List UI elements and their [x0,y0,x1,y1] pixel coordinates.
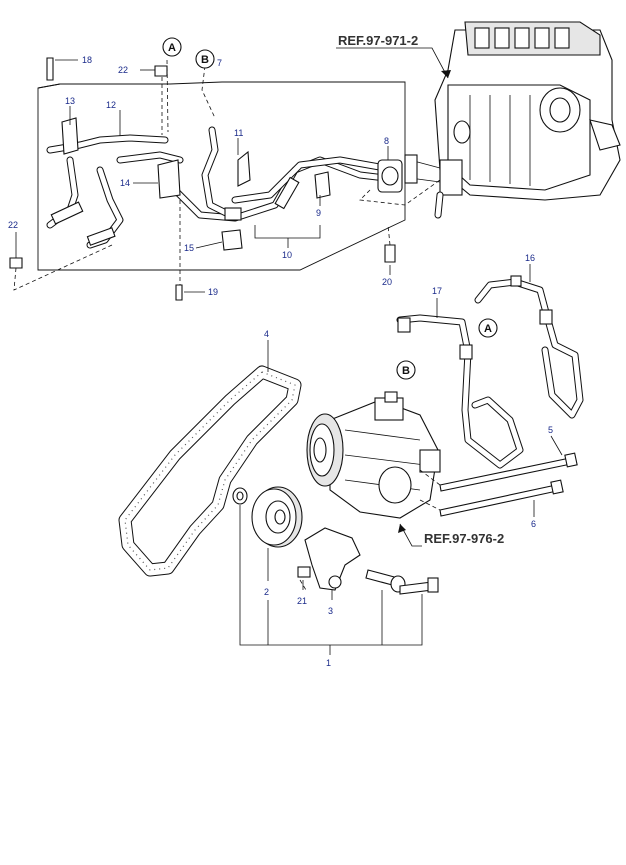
callout-18: 18 [82,55,92,65]
idler-assembly [232,486,439,595]
callout-22-left: 22 [8,220,18,230]
marker-a-bottom-letter: A [484,323,492,335]
callout-4: 4 [264,329,269,339]
upper-assembly-frame [37,81,406,271]
callout-2: 2 [264,587,269,597]
callout-15: 15 [184,243,194,253]
callout-7: 7 [217,58,222,68]
callout-12: 12 [106,100,116,110]
marker-a-top: A [162,37,182,57]
callout-9: 9 [316,208,321,218]
callout-5: 5 [548,425,553,435]
marker-b-top: B [195,49,215,69]
drive-belt [118,365,302,577]
callout-14: 14 [120,178,130,188]
compressor-bolts [419,452,578,517]
callout-21: 21 [297,596,307,606]
ref-hvac-label: REF.97-971-2 [336,33,451,79]
callout-16: 16 [525,253,535,263]
callout-leaders [15,59,563,655]
callout-1: 1 [326,658,331,668]
callout-numbers: 18 22 7 13 12 11 8 14 9 22 15 10 20 19 1… [8,55,553,668]
callout-3: 3 [328,606,333,616]
ac-compressor [306,391,441,519]
callout-8: 8 [384,136,389,146]
callout-19: 19 [208,287,218,297]
callout-13: 13 [65,96,75,106]
callout-20: 20 [382,277,392,287]
callout-6: 6 [531,519,536,529]
marker-a-bottom: A [478,318,498,338]
marker-b-top-letter: B [201,54,209,66]
callout-22-top: 22 [118,65,128,75]
callout-10: 10 [282,250,292,260]
hvac-unit [404,21,621,219]
callout-17: 17 [432,286,442,296]
ref-compressor-text: REF.97-976-2 [424,531,504,546]
ref-hvac-text: REF.97-971-2 [338,33,418,48]
upper-pipes [9,57,441,301]
ref-compressor-label: REF.97-976-2 [398,523,504,547]
marker-a-top-letter: A [168,42,176,54]
lower-hoses [396,275,584,469]
marker-b-bottom-letter: B [402,365,410,377]
callout-11: 11 [234,128,243,138]
marker-b-bottom: B [396,360,416,380]
